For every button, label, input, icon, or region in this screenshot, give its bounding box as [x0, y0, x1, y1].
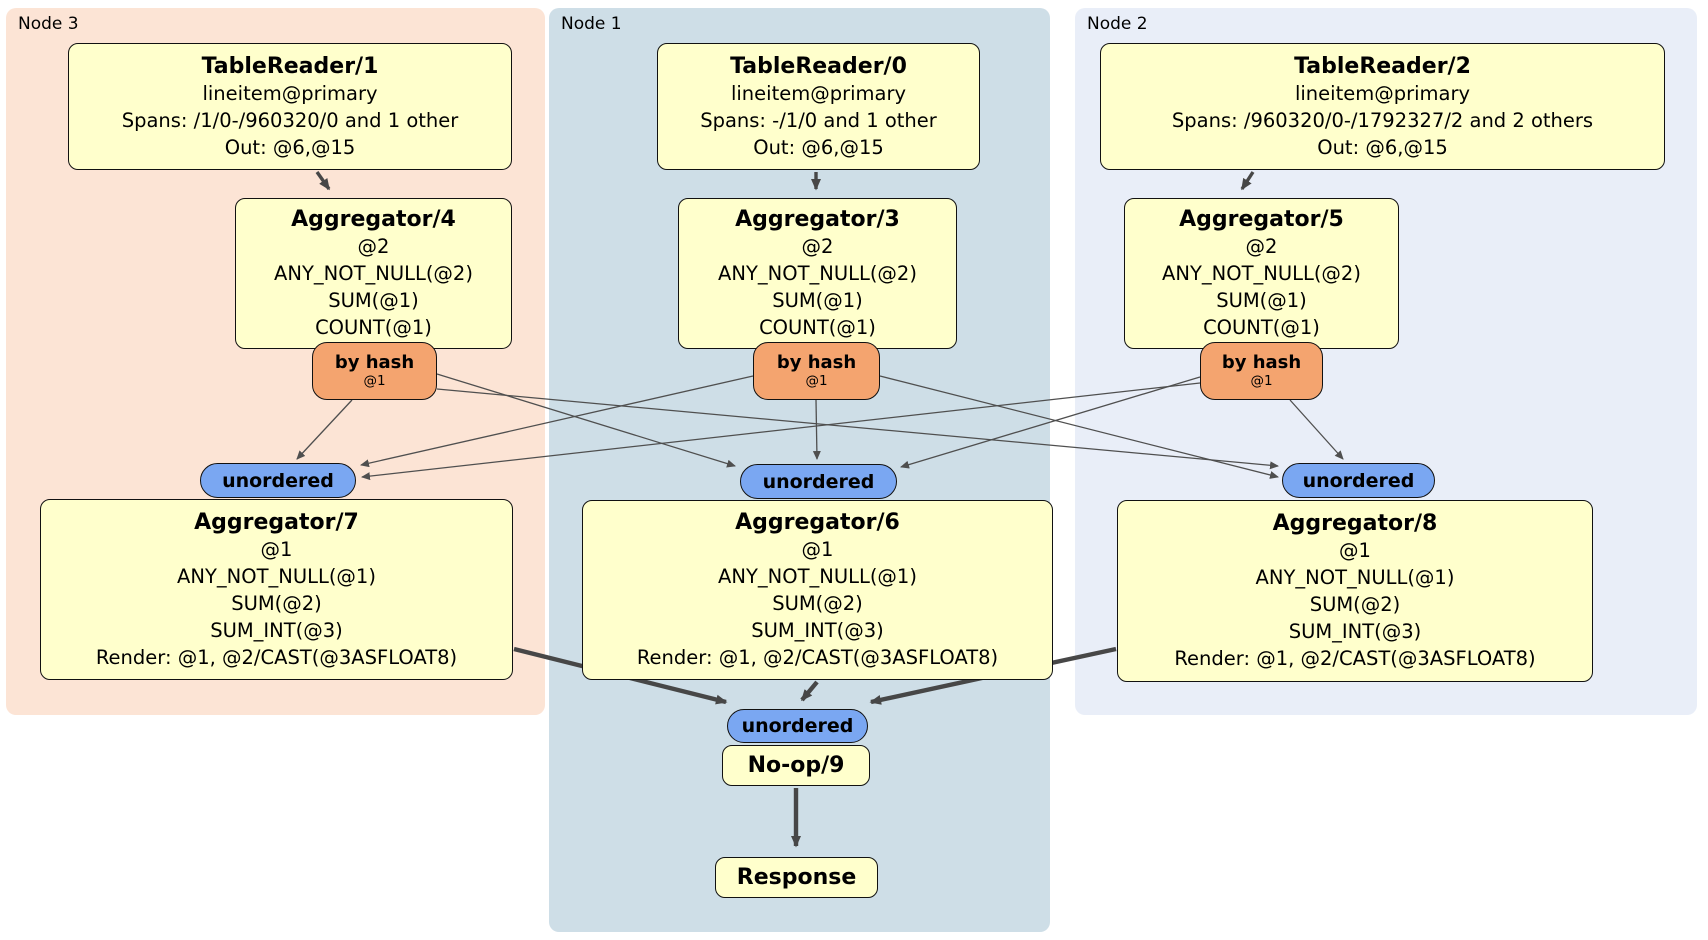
processor-aggregator-7: Aggregator/7 @1 ANY_NOT_NULL(@1) SUM(@2)…: [40, 499, 513, 680]
processor-line: COUNT(@1): [759, 316, 876, 339]
processor-line: Out: @6,@15: [1317, 135, 1448, 159]
processor-aggregator-6: Aggregator/6 @1 ANY_NOT_NULL(@1) SUM(@2)…: [582, 500, 1053, 680]
processor-line: SUM_INT(@3): [751, 619, 884, 642]
processor-line: @2: [357, 235, 390, 258]
processor-tablereader-0: TableReader/0 lineitem@primary Spans: -/…: [657, 43, 980, 170]
processor-aggregator-8: Aggregator/8 @1 ANY_NOT_NULL(@1) SUM(@2)…: [1117, 500, 1593, 682]
region-node-2-label: Node 2: [1087, 14, 1148, 34]
processor-title: No-op/9: [747, 752, 845, 778]
region-node-1-label: Node 1: [561, 14, 622, 34]
processor-title: Aggregator/8: [1272, 511, 1438, 536]
processor-line: Out: @6,@15: [224, 135, 356, 159]
processor-aggregator-4: Aggregator/4 @2 ANY_NOT_NULL(@2) SUM(@1)…: [235, 198, 512, 349]
processor-line: Spans: -/1/0 and 1 other: [700, 108, 937, 132]
processor-title: Aggregator/6: [735, 510, 900, 535]
router-by-hash-node2: by hash @1: [1200, 342, 1323, 400]
processor-tablereader-2: TableReader/2 lineitem@primary Spans: /9…: [1100, 43, 1665, 170]
processor-line: SUM(@1): [1216, 289, 1307, 312]
processor-line: COUNT(@1): [315, 316, 432, 339]
processor-line: Out: @6,@15: [753, 135, 884, 159]
processor-line: Render: @1, @2/CAST(@3ASFLOAT8): [1174, 647, 1536, 670]
processor-title: Response: [736, 864, 857, 890]
processor-line: ANY_NOT_NULL(@2): [718, 262, 917, 285]
router-label: by hash: [776, 352, 857, 373]
router-detail: @1: [363, 373, 386, 389]
processor-noop-9: No-op/9: [722, 745, 870, 786]
processor-line: lineitem@primary: [202, 81, 378, 105]
processor-line: ANY_NOT_NULL(@1): [1255, 566, 1455, 589]
processor-line: ANY_NOT_NULL(@1): [177, 564, 376, 588]
processor-line: @2: [801, 235, 834, 258]
sync-unordered-bottom: unordered: [727, 709, 868, 743]
processor-title: Aggregator/4: [291, 207, 456, 232]
processor-aggregator-3: Aggregator/3 @2 ANY_NOT_NULL(@2) SUM(@1)…: [678, 198, 957, 349]
processor-line: SUM(@2): [772, 592, 863, 615]
processor-response: Response: [715, 857, 878, 898]
processor-line: @1: [260, 537, 293, 561]
processor-line: Render: @1, @2/CAST(@3ASFLOAT8): [636, 646, 999, 669]
processor-line: Spans: /1/0-/960320/0 and 1 other: [121, 108, 459, 132]
router-label: by hash: [1221, 352, 1302, 373]
processor-line: @1: [801, 538, 834, 561]
router-detail: @1: [805, 373, 828, 389]
processor-tablereader-1: TableReader/1 lineitem@primary Spans: /1…: [68, 43, 512, 170]
processor-line: SUM(@2): [231, 591, 322, 615]
processor-line: lineitem@primary: [1294, 81, 1471, 105]
processor-line: ANY_NOT_NULL(@2): [1162, 262, 1361, 285]
processor-line: ANY_NOT_NULL(@1): [718, 565, 917, 588]
processor-line: SUM_INT(@3): [1288, 620, 1422, 643]
sync-unordered-mid: unordered: [740, 464, 897, 499]
processor-title: Aggregator/3: [735, 207, 900, 232]
sync-unordered-left: unordered: [200, 463, 356, 498]
router-label: by hash: [334, 352, 415, 373]
sync-unordered-right: unordered: [1282, 463, 1435, 498]
processor-line: ANY_NOT_NULL(@2): [274, 262, 473, 285]
router-by-hash-node1: by hash @1: [753, 342, 880, 400]
region-node-3-label: Node 3: [18, 14, 79, 34]
processor-line: @1: [1339, 539, 1371, 562]
processor-line: SUM(@2): [1309, 593, 1401, 616]
processor-line: SUM(@1): [328, 289, 419, 312]
processor-line: Spans: /960320/0-/1792327/2 and 2 others: [1171, 108, 1594, 132]
router-detail: @1: [1250, 373, 1273, 389]
processor-line: SUM_INT(@3): [210, 618, 343, 642]
processor-title: TableReader/0: [730, 53, 907, 79]
processor-line: COUNT(@1): [1203, 316, 1320, 339]
processor-title: TableReader/2: [1294, 53, 1471, 79]
processor-line: lineitem@primary: [730, 81, 907, 105]
processor-line: Render: @1, @2/CAST(@3ASFLOAT8): [95, 645, 458, 669]
router-by-hash-node3: by hash @1: [312, 342, 437, 400]
processor-title: TableReader/1: [201, 53, 379, 79]
processor-aggregator-5: Aggregator/5 @2 ANY_NOT_NULL(@2) SUM(@1)…: [1124, 198, 1399, 349]
processor-title: Aggregator/5: [1179, 207, 1344, 232]
processor-line: @2: [1245, 235, 1278, 258]
processor-line: SUM(@1): [772, 289, 863, 312]
processor-title: Aggregator/7: [194, 509, 359, 535]
